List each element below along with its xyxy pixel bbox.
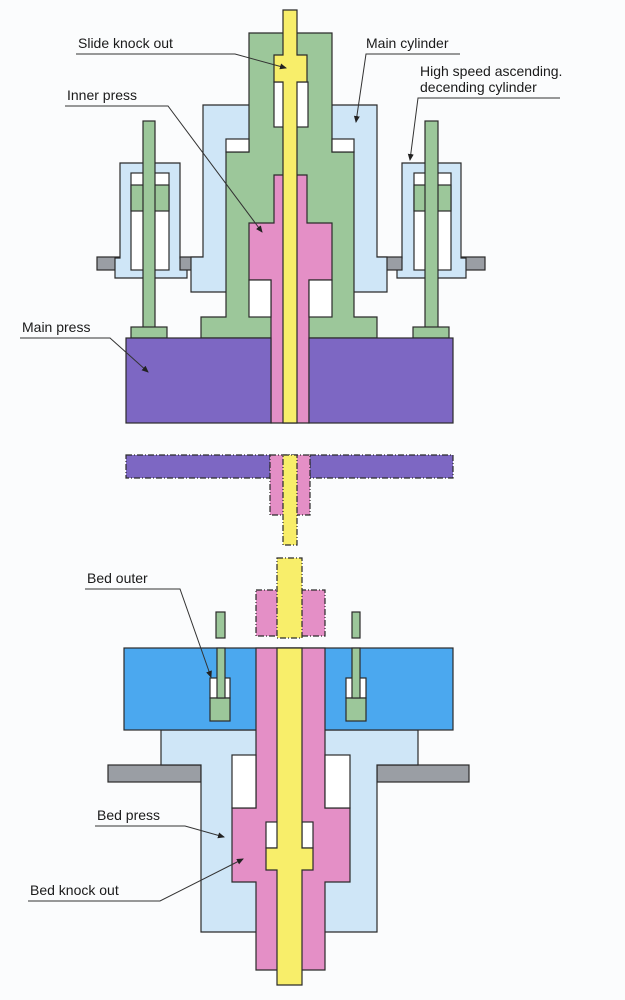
- phantom-bed: [215, 557, 361, 639]
- label-inner-press: Inner press: [65, 87, 263, 233]
- label-text: Inner press: [67, 87, 137, 103]
- label-text: Bed press: [97, 807, 160, 823]
- label-text: decending cylinder: [420, 79, 537, 95]
- label-slide-knock-out: Slide knock out: [76, 35, 287, 70]
- label-high-speed-cylinder: High speed ascending. decending cylinder: [407, 63, 562, 161]
- label-text: Main cylinder: [366, 35, 449, 51]
- label-main-cylinder: Main cylinder: [353, 35, 460, 123]
- label-bed-outer: Bed outer: [85, 570, 212, 678]
- main-press: [125, 337, 454, 424]
- label-text: Bed knock out: [30, 882, 119, 898]
- label-text: Bed outer: [87, 570, 148, 586]
- side-cylinder-left: [96, 120, 188, 339]
- label-text: Slide knock out: [78, 35, 173, 51]
- side-cylinder-right: [396, 120, 486, 339]
- slide-knock-out: [273, 9, 308, 424]
- label-main-press: Main press: [20, 319, 149, 373]
- label-text: High speed ascending.: [420, 63, 562, 79]
- label-bed-press: Bed press: [95, 807, 225, 839]
- bed-knock-out: [265, 647, 314, 986]
- phantom-slide: [125, 454, 454, 546]
- label-text: Main press: [22, 319, 90, 335]
- label-bed-knock-out: Bed knock out: [28, 858, 244, 902]
